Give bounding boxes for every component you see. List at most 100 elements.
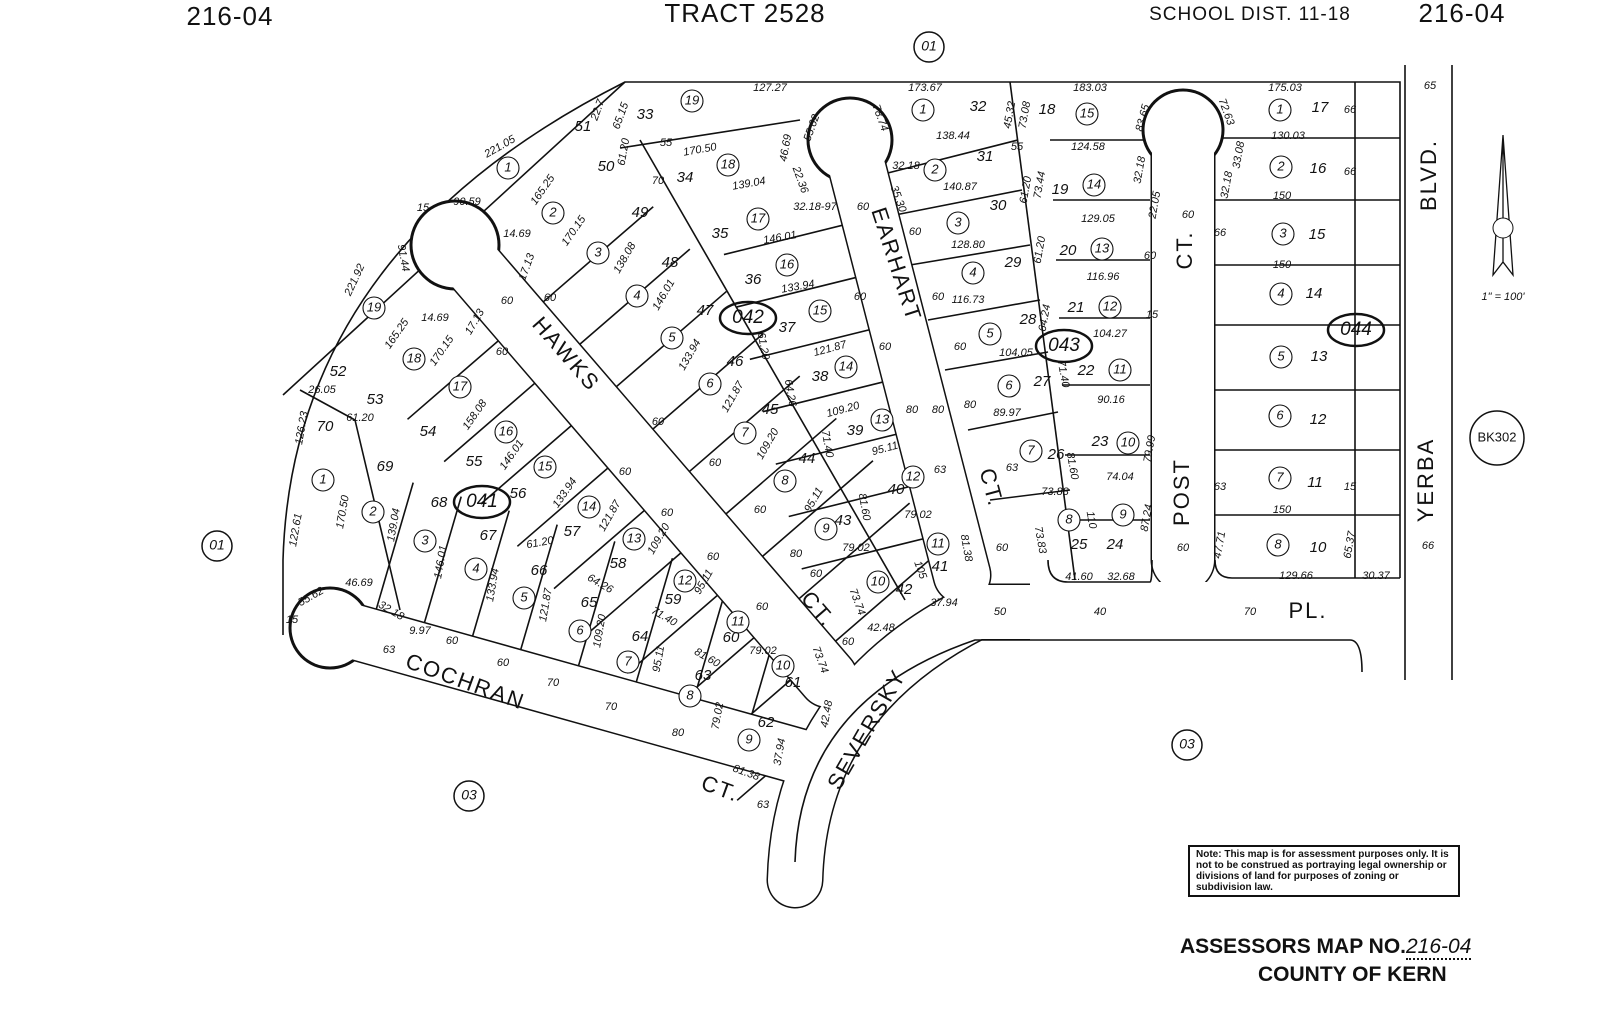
parcel-circle[interactable] [413,529,437,553]
dimension-label: 60 [842,636,855,648]
lot-number: 61 [785,674,802,691]
dimension-label: 165.25 [382,316,412,351]
parcel-number: 10 [776,657,791,672]
parcel-circle[interactable] [901,465,925,489]
parcel-circle[interactable] [737,728,761,752]
street-name: BLVD. [1416,139,1441,211]
lot-number: 12 [1310,411,1327,428]
parcel-circle[interactable] [568,619,592,643]
parcel-circle[interactable] [448,375,472,399]
block-oval[interactable] [452,484,512,520]
parcel-circle[interactable] [673,569,697,593]
parcel-number: 5 [668,329,676,344]
parcel-circle[interactable] [870,408,894,432]
parcel-circle[interactable] [1269,345,1293,369]
parcel-circle[interactable] [533,455,557,479]
parcel-circle[interactable] [1269,155,1293,179]
parcel-circle[interactable] [678,684,702,708]
block-oval[interactable] [718,300,778,336]
parcel-circle[interactable] [616,650,640,674]
lot-line [909,244,1031,266]
parcel-circle[interactable] [1057,508,1081,532]
parcel-circle[interactable] [361,500,385,524]
dimension-label: 47.71 [1212,530,1229,559]
parcel-circle[interactable] [775,253,799,277]
north-arrow-icon [1492,217,1514,239]
parcel-number: 8 [686,687,694,702]
parcel-circle[interactable] [726,610,750,634]
parcel-circle[interactable] [625,284,649,308]
parcel-circle[interactable] [1271,222,1295,246]
dimension-label: 65 [1424,80,1437,92]
parcel-circle[interactable] [512,586,536,610]
parcel-circle[interactable] [733,421,757,445]
dimension-label: 80 [932,404,945,416]
parcel-circle[interactable] [834,355,858,379]
parcel-circle[interactable] [771,654,795,678]
dimension-label: 116.96 [1087,271,1121,283]
parcel-number: 7 [624,653,632,668]
parcel-circle[interactable] [402,347,426,371]
dimension-label: 64.26 [782,378,799,408]
parcel-circle[interactable] [698,372,722,396]
parcel-circle[interactable] [814,517,838,541]
dimension-label: 139.04 [385,507,403,542]
street-name: POST [1169,458,1194,526]
parcel-circle[interactable] [773,469,797,493]
dimension-label: 170.50 [682,141,718,159]
dimension-label: 32.18 [1219,170,1236,200]
parcel-circle[interactable] [1082,173,1106,197]
lot-number: 26 [1047,446,1065,463]
parcel-circle[interactable] [926,532,950,556]
lot-number: 31 [977,148,994,165]
dimension-label: 73.44 [1032,170,1049,199]
block-oval[interactable] [1326,312,1386,348]
street-name: CT. [975,465,1009,509]
dimension-label: 173.67 [908,82,943,94]
parcel-circle[interactable] [660,326,684,350]
lot-number: 46 [727,353,744,370]
parcel-circle[interactable] [1090,237,1114,261]
parcel-circle[interactable] [464,557,488,581]
parcel-circle[interactable] [541,201,565,225]
dimension-label: 104.27 [1093,328,1128,340]
parcel-circle[interactable] [577,495,601,519]
parcel-circle[interactable] [716,153,740,177]
parcel-circle[interactable] [622,527,646,551]
parcel-circle[interactable] [1268,466,1292,490]
parcel-circle[interactable] [946,211,970,235]
parcel-circle[interactable] [1269,282,1293,306]
lot-number: 16 [1310,160,1327,177]
parcel-circle[interactable] [680,89,704,113]
parcel-circle[interactable] [961,261,985,285]
dimension-label: 80 [790,548,803,560]
parcel-circle[interactable] [362,296,386,320]
north-arrow-icon [1492,134,1514,278]
parcel-circle[interactable] [911,98,935,122]
parcel-circle[interactable] [808,299,832,323]
parcel-circle[interactable] [1266,533,1290,557]
dimension-label: 60 [1144,250,1157,262]
dimension-label: 126.23 [293,410,311,446]
dimension-label: 146.01 [762,229,797,247]
parcel-circle[interactable] [978,322,1002,346]
parcel-circle[interactable] [1098,295,1122,319]
parcel-circle[interactable] [866,570,890,594]
parcel-circle[interactable] [1268,404,1292,428]
parcel-circle[interactable] [496,156,520,180]
parcel-circle[interactable] [1111,503,1135,527]
dimension-label: 63 [383,644,396,656]
block-oval[interactable] [1034,328,1094,364]
parcel-circle[interactable] [923,158,947,182]
parcel-circle[interactable] [997,374,1021,398]
dimension-label: 121.87 [537,587,555,623]
parcel-circle[interactable] [1019,439,1043,463]
parcel-circle[interactable] [1116,431,1140,455]
parcel-circle[interactable] [586,241,610,265]
parcel-circle[interactable] [494,420,518,444]
parcel-circle[interactable] [1268,98,1292,122]
parcel-circle[interactable] [1075,102,1099,126]
parcel-circle[interactable] [746,207,770,231]
parcel-circle[interactable] [311,468,335,492]
parcel-circle[interactable] [1108,358,1132,382]
